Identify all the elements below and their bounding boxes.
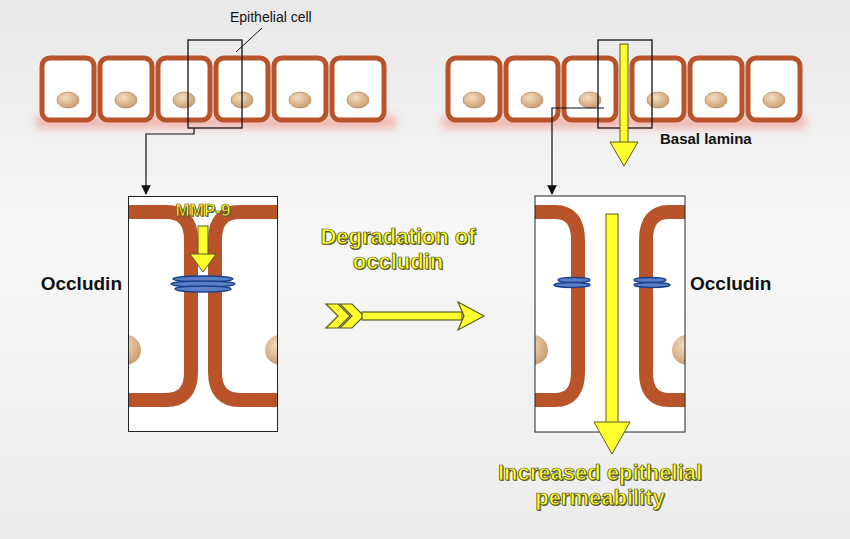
epithelial-cell [42, 58, 94, 120]
nucleus [647, 92, 669, 108]
process-label: Degradation of occludin [298, 224, 498, 275]
nucleus [289, 92, 311, 108]
epithelial-cell [332, 58, 384, 120]
zoom-box: MMP-9 [128, 196, 278, 432]
epithelial-cell [632, 58, 684, 120]
leader-line [146, 128, 194, 194]
cell-membrane [646, 212, 685, 400]
nucleus [763, 92, 785, 108]
epithelial-cell [690, 58, 742, 120]
leader-line [236, 28, 262, 52]
zoom-frame [188, 40, 242, 128]
part-label: Occludin [690, 273, 810, 295]
nucleus [521, 92, 543, 108]
nucleus [115, 92, 137, 108]
epithelial-cell [748, 58, 800, 120]
nucleus [705, 92, 727, 108]
flow-arrow [606, 214, 618, 424]
flow-arrow [610, 142, 638, 166]
cell-membrane [535, 212, 578, 400]
leader-line [552, 108, 604, 194]
epithelial-cell [274, 58, 326, 120]
enzyme-label: MMP-9 [129, 201, 277, 221]
nucleus [57, 92, 79, 108]
nucleus [347, 92, 369, 108]
flow-arrow [594, 422, 630, 454]
epithelial-cell [158, 58, 210, 120]
part-label: Epithelial cell [230, 9, 350, 25]
flow-arrow [620, 44, 628, 144]
epithelial-cell [100, 58, 152, 120]
epithelial-cell [506, 58, 558, 120]
epithelial-cell [564, 58, 616, 120]
cell-row [42, 58, 800, 120]
occludin-strands [171, 276, 235, 292]
result-label: Increased epithelial permeability [450, 460, 750, 511]
mmp9-arrow [190, 254, 216, 272]
cell-membrane [128, 212, 191, 400]
nucleus [463, 92, 485, 108]
cell-membrane [215, 212, 278, 400]
mmp9-arrow [198, 226, 208, 256]
zoom-box [535, 196, 685, 432]
nucleus [173, 92, 195, 108]
process-arrow [326, 302, 484, 330]
part-label: Occludin [10, 273, 122, 295]
epithelial-cell [448, 58, 500, 120]
part-label: Basal lamina [660, 130, 800, 147]
